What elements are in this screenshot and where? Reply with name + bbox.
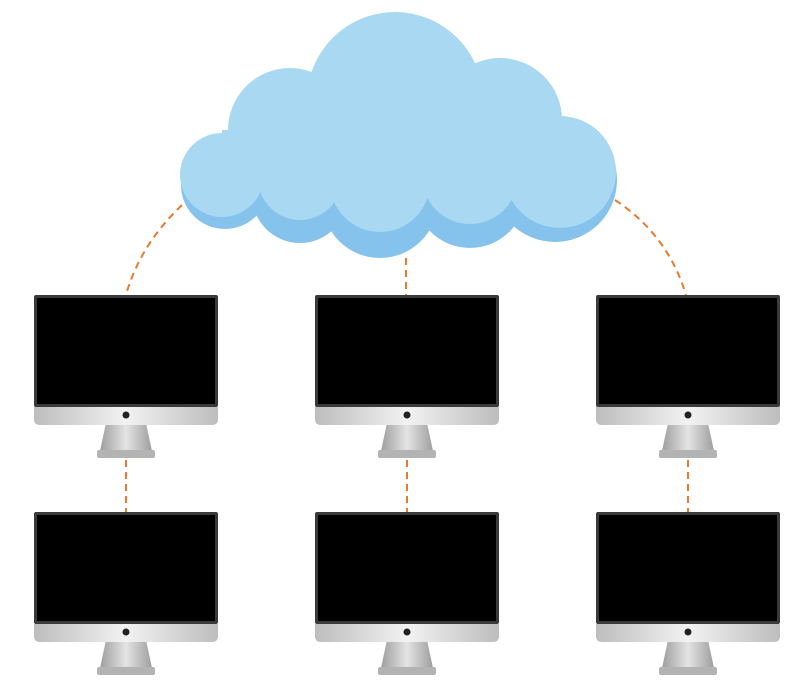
monitor-stand-base [378, 667, 436, 675]
monitor-stand [381, 423, 433, 451]
computer-3 [596, 295, 780, 458]
monitor-logo-dot [403, 411, 411, 419]
monitor-stand [381, 640, 433, 668]
monitor-screen [599, 298, 777, 404]
monitor-logo-dot [403, 628, 411, 636]
monitor-stand-base [97, 450, 155, 458]
monitor-stand-base [659, 450, 717, 458]
monitor-screen [37, 515, 215, 621]
monitor-stand [100, 640, 152, 668]
monitor-screen [37, 298, 215, 404]
computer-6 [596, 512, 780, 675]
monitor-logo-dot [684, 411, 692, 419]
monitor-stand [100, 423, 152, 451]
connection-cloud-to-computer-1 [125, 204, 183, 296]
connections [125, 199, 689, 512]
computers [34, 295, 780, 675]
monitor-logo-dot [684, 628, 692, 636]
monitor-logo-dot [122, 411, 130, 419]
monitor-stand [662, 640, 714, 668]
monitor-stand-base [659, 667, 717, 675]
computer-4 [34, 512, 218, 675]
computer-2 [315, 295, 499, 458]
monitor-stand [662, 423, 714, 451]
computer-1 [34, 295, 218, 458]
monitor-stand-base [97, 667, 155, 675]
cloud [180, 12, 617, 258]
monitor-screen [318, 298, 496, 404]
monitor-stand-base [378, 450, 436, 458]
monitor-screen [599, 515, 777, 621]
monitor-logo-dot [122, 628, 130, 636]
cloud-body [180, 12, 616, 232]
monitor-screen [318, 515, 496, 621]
connection-cloud-to-computer-3 [614, 199, 687, 296]
computer-5 [315, 512, 499, 675]
